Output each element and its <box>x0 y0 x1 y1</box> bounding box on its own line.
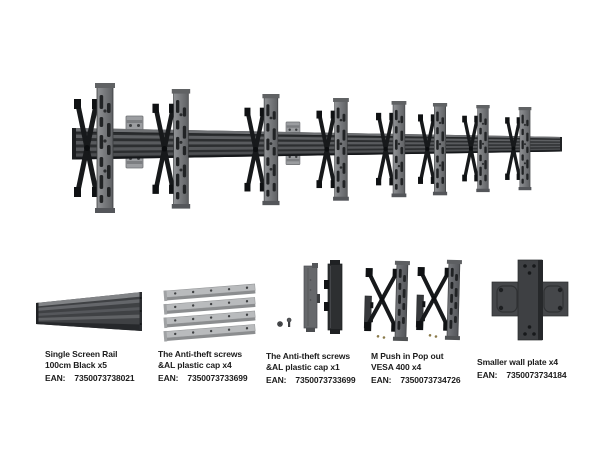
push-in-pop-out-vesa-image <box>360 254 466 346</box>
ean-label: EAN: <box>266 375 287 385</box>
component-label-screws-x1: The Anti-theft screws &AL plastic cap x1… <box>266 351 356 386</box>
ean: EAN: 7350073738021 <box>45 373 135 384</box>
component-name: M Push in Pop out <box>371 351 444 361</box>
smaller-wall-plate-image <box>476 256 584 344</box>
anti-theft-screws-x4-image <box>154 276 266 350</box>
component-name: The Anti-theft screws <box>266 351 351 361</box>
component-name: Smaller wall plate x4 <box>477 357 559 367</box>
ean-label: EAN: <box>158 373 179 383</box>
ean-label: EAN: <box>45 373 66 383</box>
ean-value: 7350073738021 <box>74 373 135 383</box>
ean-value: 7350073734726 <box>400 375 461 385</box>
component-name: &AL plastic cap x1 <box>266 362 340 372</box>
assembled-rail-image <box>0 0 562 250</box>
component-name: The Anti-theft screws <box>158 349 243 359</box>
component-name: 100cm Black x5 <box>45 360 107 370</box>
ean-value: 7350073733699 <box>295 375 356 385</box>
component-label-screws-x4: The Anti-theft screws &AL plastic cap x4… <box>158 349 248 384</box>
ean-value: 7350073733699 <box>187 373 248 383</box>
ean-label: EAN: <box>371 375 392 385</box>
ean: EAN: 7350073734184 <box>477 370 567 381</box>
component-name: VESA 400 x4 <box>371 362 422 372</box>
ean: EAN: 7350073733699 <box>158 373 248 384</box>
component-name: Single Screen Rail <box>45 349 118 359</box>
component-label-wall-plate: Smaller wall plate x4 EAN: 7350073734184 <box>477 357 567 381</box>
ean-label: EAN: <box>477 370 498 380</box>
anti-theft-screws-x1-image <box>268 258 360 344</box>
component-name: &AL plastic cap x4 <box>158 360 232 370</box>
ean-value: 7350073734184 <box>506 370 567 380</box>
single-screen-rail-image <box>28 286 150 350</box>
component-label-vesa: M Push in Pop out VESA 400 x4 EAN: 73500… <box>371 351 461 386</box>
component-label-rail: Single Screen Rail 100cm Black x5 EAN: 7… <box>45 349 135 384</box>
ean: EAN: 7350073733699 <box>266 375 356 386</box>
ean: EAN: 7350073734726 <box>371 375 461 386</box>
